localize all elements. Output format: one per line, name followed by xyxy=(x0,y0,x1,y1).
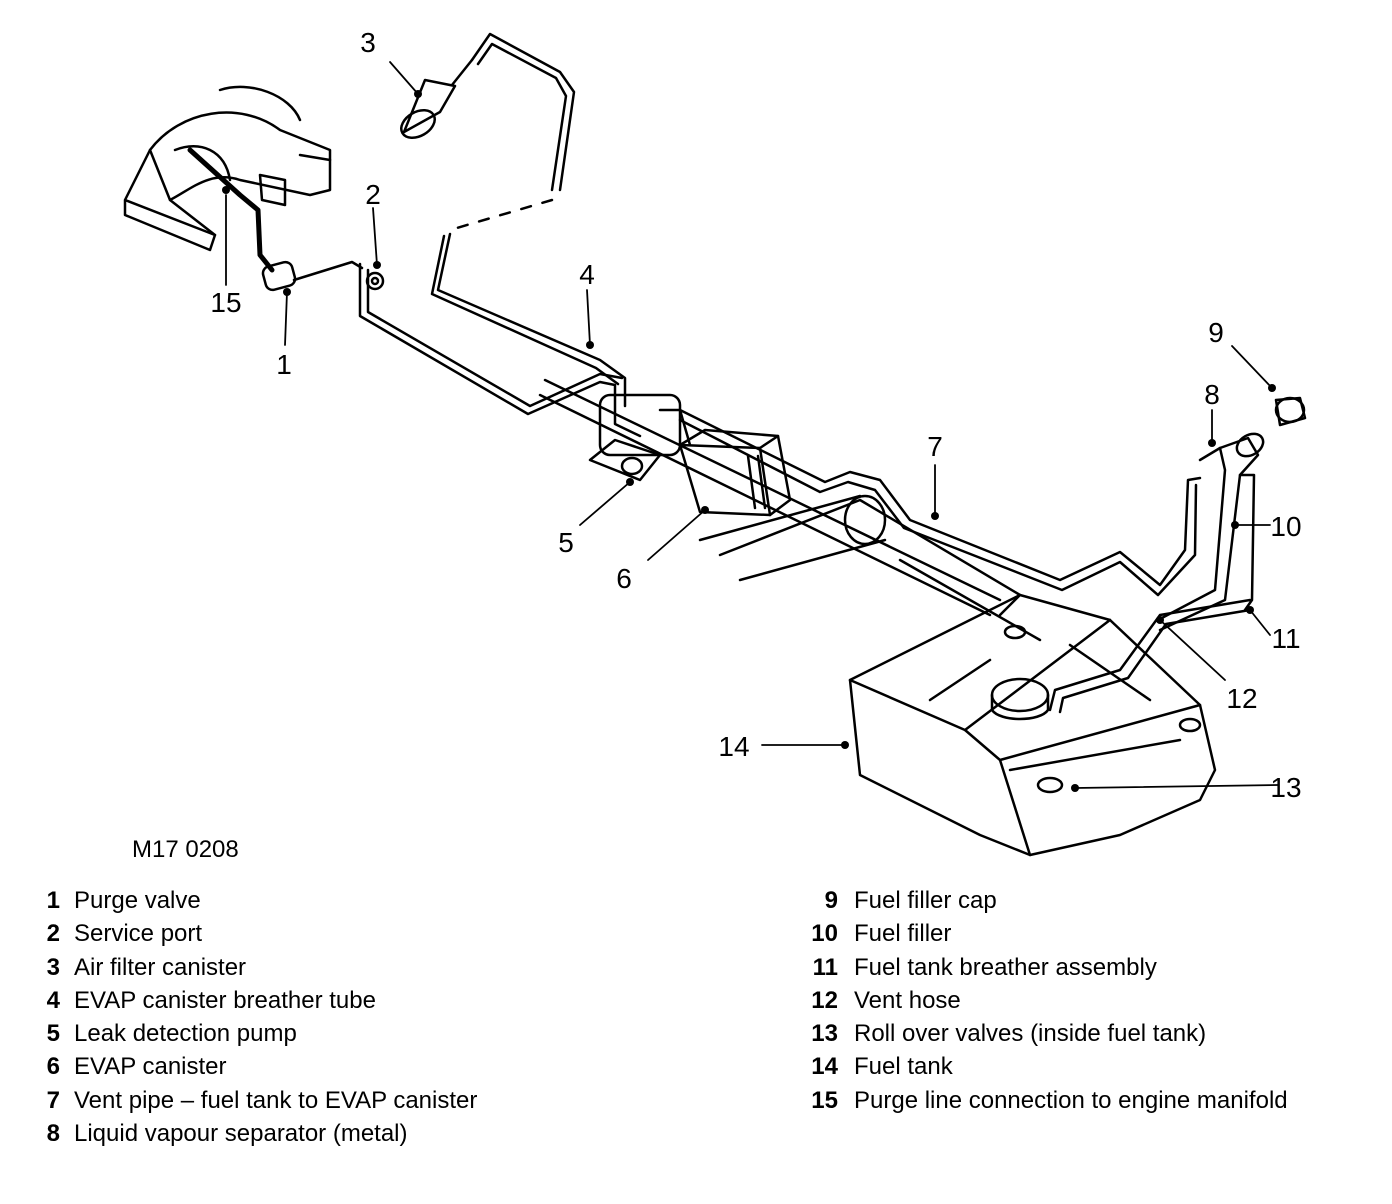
legend-number: 13 xyxy=(811,1020,838,1048)
purge-valve xyxy=(261,260,364,292)
callout-12: 12 xyxy=(1226,683,1257,714)
legend-item: 8 Liquid vapour separator (metal) xyxy=(40,1117,477,1150)
purge-line-inner xyxy=(366,268,624,408)
legend-number: 6 xyxy=(46,1053,60,1081)
legend-number: 8 xyxy=(46,1120,60,1148)
legend-item: 3 Air filter canister xyxy=(40,951,477,984)
legend-text: Liquid vapour separator (metal) xyxy=(74,1120,408,1148)
legend-number: 4 xyxy=(46,986,60,1014)
engine-manifold xyxy=(123,85,332,252)
callout-14: 14 xyxy=(718,731,749,762)
callout-13: 13 xyxy=(1270,772,1301,803)
fuel-tank xyxy=(848,593,1217,857)
evap-breather-tube xyxy=(470,32,576,192)
legend-number: 12 xyxy=(811,986,838,1014)
callout-15: 15 xyxy=(210,287,241,318)
callout-1: 1 xyxy=(276,349,292,380)
legend-number: 10 xyxy=(811,920,838,948)
legend-number: 14 xyxy=(811,1053,838,1081)
legend-text: Fuel filler cap xyxy=(854,887,997,914)
legend-item: 6 EVAP canister xyxy=(40,1050,477,1083)
air-filter-canister xyxy=(400,58,474,139)
legend-item: 12 Vent hose xyxy=(806,984,1288,1017)
legend-number: 9 xyxy=(824,887,838,914)
evap-canister xyxy=(598,393,792,517)
vent-pipe xyxy=(678,408,1202,587)
vent-hose-inner xyxy=(1058,608,1252,714)
callout-2: 2 xyxy=(365,179,381,210)
legend-number: 3 xyxy=(46,953,60,981)
vent-hose xyxy=(1048,598,1252,712)
legend-item: 5 Leak detection pump xyxy=(40,1017,477,1050)
evap-breather-tube-lower-inner xyxy=(430,234,620,386)
figure-reference: M17 0208 xyxy=(132,836,239,863)
purge-line-connection xyxy=(187,147,275,273)
legend-text: Vent hose xyxy=(854,986,961,1014)
purge-line xyxy=(358,262,642,438)
legend-item: 13 Roll over valves (inside fuel tank) xyxy=(806,1017,1288,1050)
callout-3: 3 xyxy=(360,27,376,58)
legend-text: Fuel filler xyxy=(854,920,952,948)
legend-text: EVAP canister breather tube xyxy=(74,986,376,1014)
evap-system-diagram: 1 2 3 4 5 6 7 8 9 10 11 12 13 14 15 xyxy=(123,27,1307,857)
legend-item: 9 Fuel filler cap xyxy=(806,884,1288,917)
legend-number: 7 xyxy=(46,1086,60,1114)
legend-text: Purge valve xyxy=(74,887,201,914)
chassis-rail xyxy=(538,378,1042,642)
legend-text: Leak detection pump xyxy=(74,1020,297,1048)
callout-5: 5 xyxy=(558,527,574,558)
legend-item: 14 Fuel tank xyxy=(806,1050,1288,1083)
callout-11: 11 xyxy=(1271,623,1300,654)
legend-item: 11 Fuel tank breather assembly xyxy=(806,951,1288,984)
legend-number: 5 xyxy=(46,1020,60,1048)
callout-10: 10 xyxy=(1270,511,1301,542)
legend-number: 15 xyxy=(811,1086,838,1114)
callout-leaders xyxy=(225,61,1279,789)
legend-item: 2 Service port xyxy=(40,917,477,950)
legend-text: Roll over valves (inside fuel tank) xyxy=(854,1020,1207,1048)
legend-item: 10 Fuel filler xyxy=(806,917,1288,950)
fuel-filler-cap xyxy=(1274,396,1307,427)
legend-text: Purge line connection to engine manifold xyxy=(854,1086,1288,1114)
callout-7: 7 xyxy=(927,431,943,462)
service-port xyxy=(365,271,385,291)
legend-text: Air filter canister xyxy=(74,953,247,981)
legend-text: Fuel tank xyxy=(854,1053,953,1081)
legend-number: 1 xyxy=(46,887,60,914)
legend-number: 11 xyxy=(812,953,838,981)
evap-breather-tube-inner xyxy=(476,42,568,192)
callout-9: 9 xyxy=(1208,317,1224,348)
legend-number: 2 xyxy=(46,920,60,948)
legend-item: 15 Purge line connection to engine manifo… xyxy=(806,1084,1288,1117)
legend-text: EVAP canister xyxy=(74,1053,227,1081)
callout-6: 6 xyxy=(616,563,632,594)
legend-text: Fuel tank breather assembly xyxy=(854,953,1157,981)
legend-left-column: 1 Purge valve 2 Service port 3 Air filter c… xyxy=(40,884,478,1150)
callout-8: 8 xyxy=(1204,379,1220,410)
legend-text: Vent pipe – fuel tank to EVAP canister xyxy=(74,1086,478,1114)
evap-breather-tube-lower xyxy=(436,232,627,408)
legend-item: 7 Vent pipe – fuel tank to EVAP canister xyxy=(40,1084,478,1117)
callout-dots xyxy=(222,90,1276,792)
legend-item: 1 Purge valve xyxy=(40,884,477,917)
callout-4: 4 xyxy=(579,259,595,290)
legend-item: 4 EVAP canister breather tube xyxy=(40,984,477,1017)
vent-pipe-inner xyxy=(678,418,1198,597)
legend-text: Service port xyxy=(74,920,203,948)
